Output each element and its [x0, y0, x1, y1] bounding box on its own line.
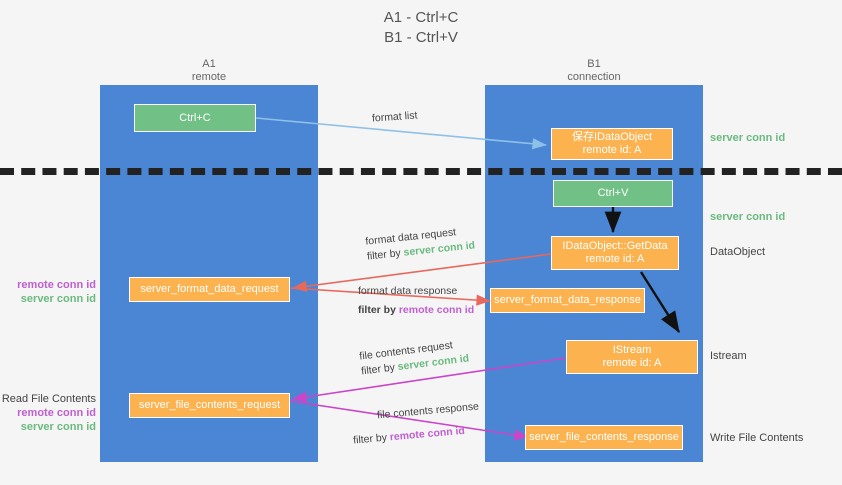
- box-istream[interactable]: IStream remote id: A: [566, 340, 698, 374]
- box-ctrl-c-label: Ctrl+C: [179, 111, 211, 124]
- left-label-group-conn-ids-1: remote conn id server conn id: [0, 278, 96, 306]
- column-a1-name: A1: [202, 58, 216, 70]
- box-server-file-contents-request[interactable]: server_file_contents_request: [129, 393, 290, 418]
- label-format-list-text: format list: [371, 109, 418, 125]
- box-save-idataobject[interactable]: 保存IDataObject remote id: A: [551, 128, 673, 160]
- box-istream-line2: remote id: A: [602, 357, 662, 369]
- label-format-data-request-prefix: filter by: [366, 246, 405, 263]
- label-file-contents-response: file contents response filter by remote …: [351, 399, 482, 448]
- right-label-dataobject: DataObject: [710, 246, 766, 258]
- box-istream-line1: IStream: [612, 344, 652, 356]
- label-format-data-request: format data request filter by server con…: [365, 223, 476, 264]
- box-idataobject-getdata[interactable]: IDataObject::GetData remote id: A: [551, 236, 679, 270]
- box-server-format-data-response-label: server_format_data_response: [494, 294, 641, 306]
- column-b1-name: B1: [587, 58, 601, 70]
- left-label-server-conn-id-2: server conn id: [20, 421, 96, 433]
- label-file-contents-request-prefix: filter by: [360, 361, 399, 378]
- label-format-data-response-line1: format data response: [358, 285, 458, 297]
- phase-divider-dashed-line: [0, 168, 842, 175]
- title-line-1: A1 - Ctrl+C: [383, 9, 459, 26]
- right-label-server-conn-id-mid: server conn id: [710, 211, 786, 223]
- box-save-idataobject-line2: remote id: A: [582, 144, 642, 156]
- box-ctrl-c[interactable]: Ctrl+C: [134, 104, 256, 132]
- box-server-file-contents-response-label: server_file_contents_response: [529, 431, 679, 443]
- label-format-list: format list: [372, 108, 418, 126]
- box-server-format-data-response[interactable]: server_format_data_response: [490, 288, 645, 313]
- column-a1-subtitle: remote: [191, 71, 227, 83]
- box-server-file-contents-response[interactable]: server_file_contents_response: [525, 425, 683, 450]
- left-label-remote-conn-id-1: remote conn id: [17, 279, 96, 291]
- right-label-istream: Istream: [710, 350, 747, 362]
- label-format-data-response-em: remote conn id: [398, 304, 475, 316]
- left-label-group-read-file-contents: Read File Contents remote conn id server…: [0, 392, 96, 434]
- right-label-write-file-contents: Write File Contents: [710, 432, 804, 444]
- column-header-b1: B1 connection: [503, 58, 685, 84]
- box-ctrl-v[interactable]: Ctrl+V: [553, 180, 673, 207]
- label-file-contents-response-em: remote conn id: [389, 424, 466, 444]
- box-idataobject-getdata-line2: remote id: A: [585, 253, 645, 265]
- box-idataobject-getdata-line1: IDataObject::GetData: [562, 240, 668, 252]
- title-line-2: B1 - Ctrl+V: [384, 29, 458, 46]
- box-server-format-data-request-label: server_format_data_request: [140, 283, 279, 295]
- column-b1-subtitle: connection: [567, 71, 621, 83]
- label-format-data-response-prefix: filter by: [358, 304, 399, 316]
- label-format-data-response: format data response filter by remote co…: [358, 284, 474, 318]
- label-file-contents-response-line2: filter by remote conn id: [353, 422, 482, 448]
- box-save-idataobject-line1: 保存IDataObject: [571, 131, 653, 143]
- label-format-data-response-line2: filter by remote conn id: [358, 303, 474, 318]
- right-label-server-conn-id-top: server conn id: [710, 132, 786, 144]
- left-label-read-file-contents: Read File Contents: [1, 393, 96, 405]
- label-file-contents-response-prefix: filter by: [352, 431, 391, 447]
- page-title: A1 - Ctrl+C B1 - Ctrl+V: [0, 8, 842, 48]
- left-label-server-conn-id-1: server conn id: [20, 293, 96, 305]
- left-label-remote-conn-id-2: remote conn id: [17, 407, 96, 419]
- label-file-contents-response-line1: file contents response: [376, 400, 480, 422]
- label-file-contents-request: file contents request filter by server c…: [359, 336, 470, 379]
- column-header-a1: A1 remote: [118, 58, 300, 84]
- box-ctrl-v-label: Ctrl+V: [597, 187, 629, 199]
- box-server-file-contents-request-label: server_file_contents_request: [138, 399, 281, 411]
- box-server-format-data-request[interactable]: server_format_data_request: [129, 277, 290, 302]
